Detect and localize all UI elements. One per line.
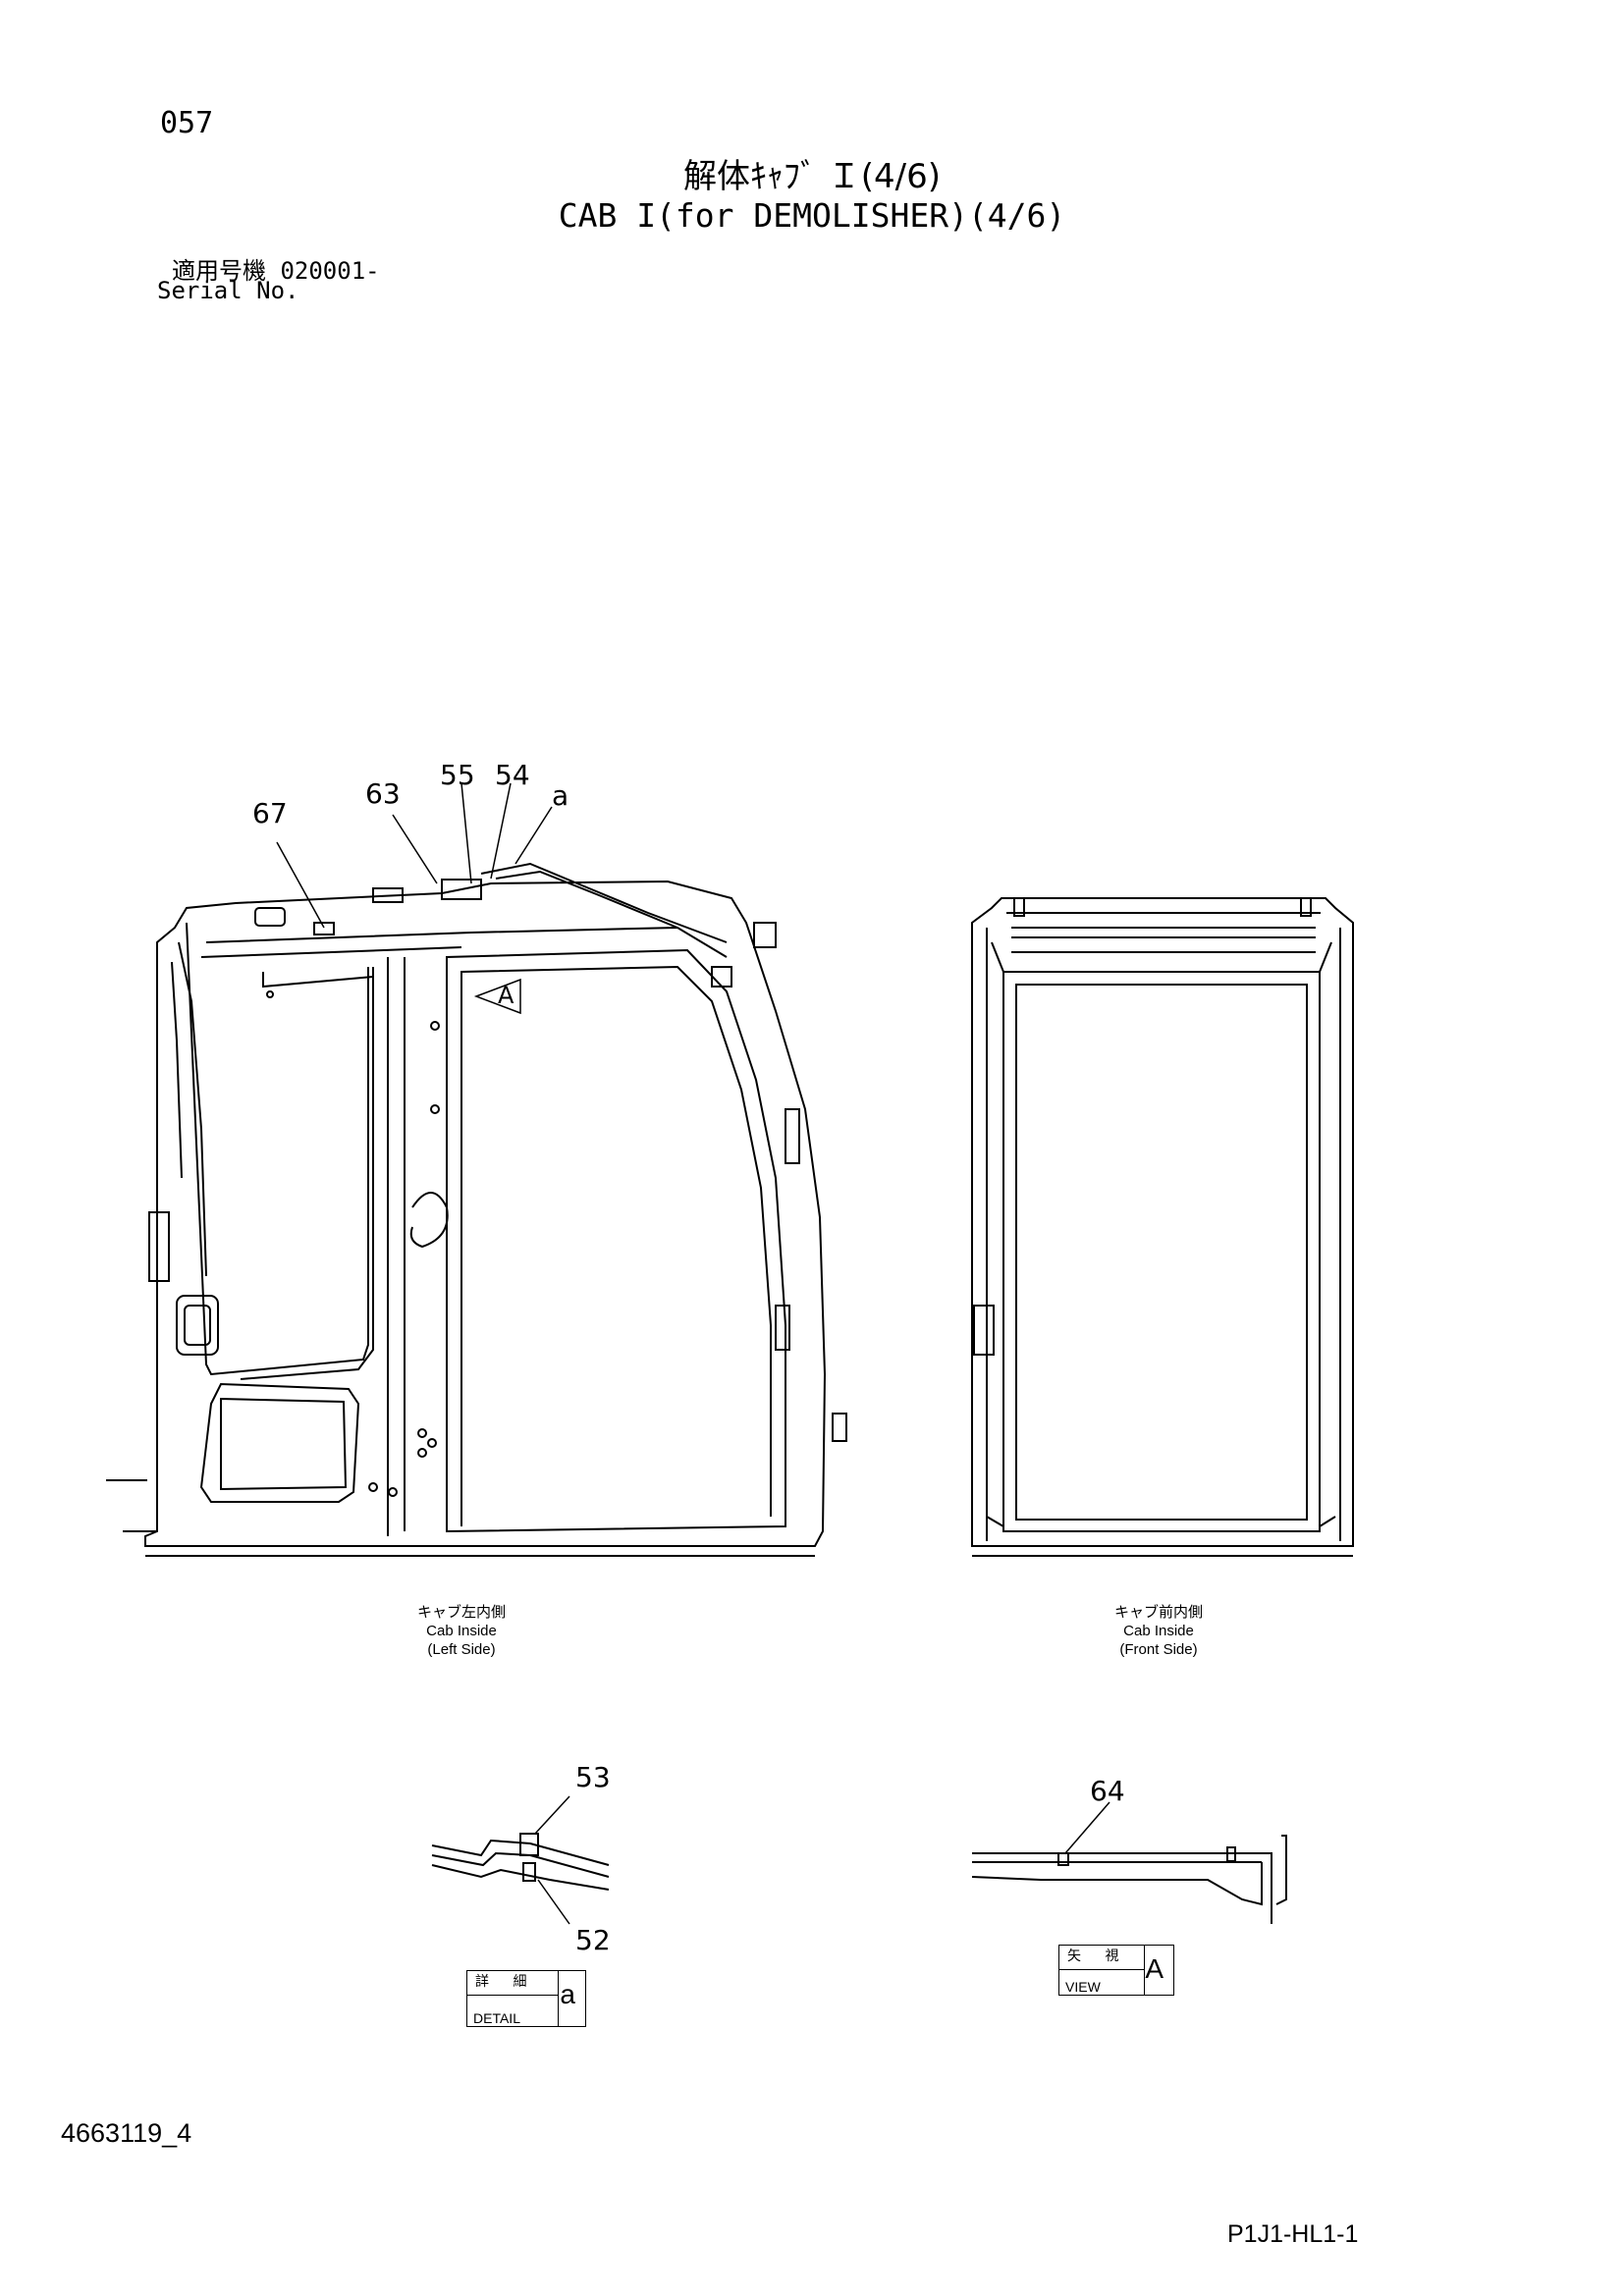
- caption-left-side: キャブ左内側 Cab Inside (Left Side): [388, 1603, 535, 1659]
- callout-a: a: [552, 779, 569, 812]
- detail-a-label-box: 詳 細 DETAIL a: [466, 1970, 586, 2027]
- page-code: P1J1-HL1-1: [1227, 2220, 1359, 2248]
- callout-63: 63: [365, 777, 401, 810]
- callout-67: 67: [252, 797, 288, 829]
- detail-label-en: DETAIL: [473, 2010, 520, 2026]
- detail-a-drawing: [431, 1795, 610, 1925]
- serial-label-english: Serial No.: [157, 277, 299, 304]
- document-id: 4663119_4: [61, 2118, 192, 2148]
- view-letter: A: [1145, 1953, 1164, 1984]
- caption-front-jp: キャブ前内側: [1113, 1604, 1203, 1621]
- cab-left-side-view: [106, 782, 847, 1557]
- caption-left-jp: キャブ左内側: [416, 1604, 506, 1621]
- caption-front-en1: Cab Inside: [1123, 1623, 1194, 1639]
- title-japanese: 解体ｷｬﾌﾞ Ｉ(4/6): [682, 157, 942, 196]
- page-number: 057: [160, 106, 214, 140]
- caption-left-en2: (Left Side): [427, 1641, 496, 1658]
- serial-label-japanese: 適用号機 020001-: [172, 257, 380, 285]
- callout-55: 55: [440, 759, 475, 791]
- cab-front-side-view: [971, 897, 1354, 1557]
- detail-label-jp: 詳 細: [475, 1974, 537, 1990]
- title-english: CAB I(for DEMOLISHER)(4/6): [558, 196, 1066, 235]
- detail-letter: a: [560, 1979, 575, 2009]
- view-a-drawing: [971, 1801, 1287, 1924]
- callout-54: 54: [495, 759, 530, 791]
- callout-64: 64: [1090, 1775, 1125, 1807]
- view-a-label-box: 矢 視 VIEW A: [1058, 1945, 1174, 1996]
- view-label-jp: 矢 視: [1067, 1949, 1129, 1964]
- caption-front-side: キャブ前内側 Cab Inside (Front Side): [1085, 1603, 1232, 1659]
- callout-52: 52: [575, 1924, 611, 1956]
- view-arrow-label: A: [498, 982, 514, 1009]
- caption-left-en1: Cab Inside: [426, 1623, 497, 1639]
- callout-53: 53: [575, 1761, 611, 1793]
- view-label-en: VIEW: [1065, 1979, 1101, 1995]
- caption-front-en2: (Front Side): [1119, 1641, 1198, 1658]
